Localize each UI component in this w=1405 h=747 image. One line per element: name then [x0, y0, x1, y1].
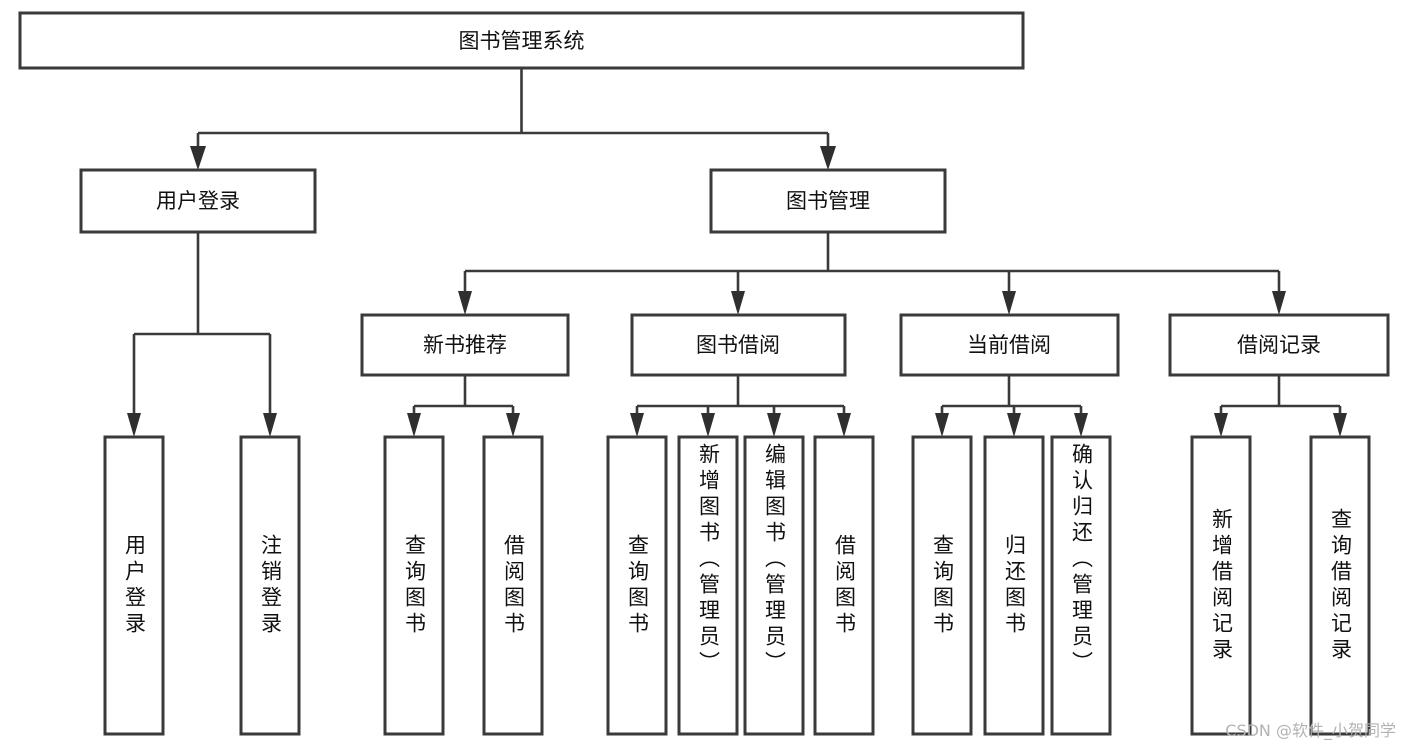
- node-borrow-record[interactable]: 借阅记录: [1168, 313, 1390, 377]
- node-leaf-query-book-borrow-textwrap: 查询图书: [625, 533, 650, 638]
- node-leaf-edit-book-admin[interactable]: 编辑图书（管理员）: [743, 435, 805, 736]
- node-leaf-query-borrow-record-textwrap: 查询借阅记录: [1328, 507, 1353, 664]
- node-leaf-query-book-current-box: [911, 435, 973, 736]
- node-leaf-logout-label: 注销登录: [258, 533, 283, 638]
- node-leaf-user-login-box: [103, 435, 165, 736]
- node-leaf-confirm-return-admin[interactable]: 确认归还（管理员）: [1050, 435, 1112, 736]
- node-root[interactable]: 图书管理系统: [18, 11, 1025, 70]
- node-leaf-user-login-label: 用户登录: [122, 533, 147, 638]
- node-current-borrow-box: [899, 313, 1120, 377]
- node-leaf-edit-book-admin-textwrap: 编辑图书（管理员）: [762, 443, 787, 677]
- node-book-borrow[interactable]: 图书借阅: [630, 313, 847, 377]
- node-leaf-query-book-recommend-textwrap: 查询图书: [402, 533, 427, 638]
- node-leaf-add-book-admin-label: 新增图书（管理员）: [696, 443, 721, 677]
- node-leaf-query-borrow-record[interactable]: 查询借阅记录: [1309, 435, 1371, 736]
- node-leaf-return-book-box: [983, 435, 1045, 736]
- node-leaf-add-book-admin-box: [677, 435, 739, 736]
- node-leaf-query-book-recommend-box: [383, 435, 445, 736]
- node-leaf-borrow-book-recommend-textwrap: 借阅图书: [501, 533, 526, 638]
- node-borrow-record-box: [1168, 313, 1390, 377]
- arrowhead-leaf-logout-icon: [263, 413, 277, 437]
- node-leaf-query-book-recommend[interactable]: 查询图书: [383, 435, 445, 736]
- node-leaf-query-borrow-record-box: [1309, 435, 1371, 736]
- csdn-watermark: CSDN @软件_小贺同学: [1225, 721, 1396, 740]
- node-book-management[interactable]: 图书管理: [709, 168, 947, 234]
- node-leaf-query-book-current-label: 查询图书: [930, 533, 955, 638]
- arrowhead-leaf-query-borrow-record-icon: [1333, 413, 1347, 437]
- node-leaf-query-book-borrow-box: [606, 435, 668, 736]
- node-leaf-add-book-admin-textwrap: 新增图书（管理员）: [696, 443, 721, 677]
- node-leaf-query-book-borrow[interactable]: 查询图书: [606, 435, 668, 736]
- node-new-book-recommend[interactable]: 新书推荐: [360, 313, 570, 377]
- arrowhead-leaf-add-borrow-record-icon: [1214, 413, 1228, 437]
- node-root-label: 图书管理系统: [459, 29, 585, 53]
- arrowhead-leaf-query-book-recommend-icon: [407, 413, 421, 437]
- arrowhead-group: [127, 146, 1347, 437]
- arrowhead-book-borrow-icon: [731, 291, 745, 315]
- node-leaf-add-borrow-record-label: 新增借阅记录: [1209, 507, 1234, 664]
- arrowhead-leaf-user-login-icon: [127, 413, 141, 437]
- node-leaf-add-book-admin[interactable]: 新增图书（管理员）: [677, 435, 739, 736]
- node-leaf-query-book-recommend-label: 查询图书: [402, 533, 427, 638]
- node-leaf-logout[interactable]: 注销登录: [239, 435, 301, 736]
- arrowhead-new-book-recommend-icon: [458, 291, 472, 315]
- node-leaf-borrow-book-recommend-label: 借阅图书: [501, 533, 526, 638]
- node-leaf-user-login[interactable]: 用户登录: [103, 435, 165, 736]
- node-current-borrow-label: 当前借阅: [967, 333, 1051, 357]
- node-leaf-edit-book-admin-box: [743, 435, 805, 736]
- arrowhead-book-management-icon: [820, 146, 836, 170]
- node-leaf-borrow-book-label: 借阅图书: [832, 533, 857, 638]
- node-leaf-borrow-book-recommend[interactable]: 借阅图书: [482, 435, 544, 736]
- node-leaf-logout-box: [239, 435, 301, 736]
- node-borrow-record-label: 借阅记录: [1237, 333, 1321, 357]
- node-leaf-query-book-current[interactable]: 查询图书: [911, 435, 973, 736]
- arrowhead-leaf-query-book-borrow-icon: [630, 413, 644, 437]
- node-user-login-label: 用户登录: [156, 189, 240, 213]
- arrowhead-user-login-icon: [190, 146, 206, 170]
- node-book-management-label: 图书管理: [786, 189, 870, 213]
- node-leaf-borrow-book-recommend-box: [482, 435, 544, 736]
- node-root-box: [18, 11, 1025, 70]
- node-book-borrow-box: [630, 313, 847, 377]
- node-leaf-user-login-textwrap: 用户登录: [122, 533, 147, 638]
- node-leaf-borrow-book-box: [813, 435, 875, 736]
- arrowhead-leaf-add-book-admin-icon: [701, 413, 715, 437]
- node-leaf-add-borrow-record-box: [1190, 435, 1252, 736]
- node-leaf-borrow-book[interactable]: 借阅图书: [813, 435, 875, 736]
- arrowhead-leaf-confirm-return-admin-icon: [1074, 413, 1088, 437]
- node-leaf-query-book-borrow-label: 查询图书: [625, 533, 650, 638]
- node-leaf-confirm-return-admin-label: 确认归还（管理员）: [1069, 443, 1094, 677]
- node-leaf-return-book[interactable]: 归还图书: [983, 435, 1045, 736]
- arrowhead-borrow-record-icon: [1272, 291, 1286, 315]
- node-book-borrow-label: 图书借阅: [696, 333, 780, 357]
- node-leaf-query-book-current-textwrap: 查询图书: [930, 533, 955, 638]
- node-leaf-confirm-return-admin-box: [1050, 435, 1112, 736]
- node-leaf-return-book-label: 归还图书: [1002, 533, 1027, 638]
- arrowhead-leaf-edit-book-admin-icon: [767, 413, 781, 437]
- node-leaf-logout-textwrap: 注销登录: [258, 533, 283, 638]
- arrowhead-leaf-borrow-book-recommend-icon: [506, 413, 520, 437]
- node-user-login[interactable]: 用户登录: [79, 168, 317, 234]
- node-leaf-add-borrow-record-textwrap: 新增借阅记录: [1209, 507, 1234, 664]
- arrowhead-leaf-return-book-icon: [1007, 413, 1021, 437]
- node-leaf-confirm-return-admin-textwrap: 确认归还（管理员）: [1069, 443, 1094, 677]
- node-new-book-recommend-label: 新书推荐: [423, 333, 507, 357]
- arrowhead-leaf-borrow-book-icon: [837, 413, 851, 437]
- node-leaf-query-borrow-record-label: 查询借阅记录: [1328, 507, 1353, 664]
- arrowhead-leaf-query-book-current-icon: [935, 413, 949, 437]
- node-book-management-box: [709, 168, 947, 234]
- node-leaf-borrow-book-textwrap: 借阅图书: [832, 533, 857, 638]
- arrowhead-current-borrow-icon: [1002, 291, 1016, 315]
- node-user-login-box: [79, 168, 317, 234]
- node-new-book-recommend-box: [360, 313, 570, 377]
- node-leaf-return-book-textwrap: 归还图书: [1002, 533, 1027, 638]
- node-leaf-add-borrow-record[interactable]: 新增借阅记录: [1190, 435, 1252, 736]
- node-current-borrow[interactable]: 当前借阅: [899, 313, 1120, 377]
- node-leaf-edit-book-admin-label: 编辑图书（管理员）: [762, 443, 787, 677]
